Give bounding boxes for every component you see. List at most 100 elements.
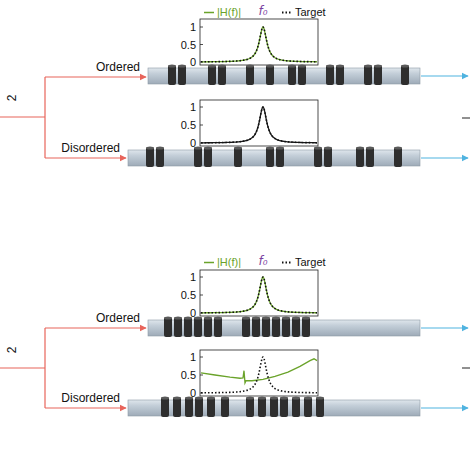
- cylinder-scatterer: [156, 147, 164, 167]
- cylinder-top: [356, 146, 364, 149]
- legend-text: |H(f)|: [217, 257, 241, 268]
- input-arrow: [45, 407, 126, 408]
- cylinder-top: [156, 146, 164, 149]
- cylinder-top: [266, 146, 274, 149]
- cylinder-scatterer: [401, 65, 409, 85]
- cylinder-top: [214, 316, 222, 319]
- cylinder-top: [314, 146, 322, 149]
- cylinder-scatterer: [272, 317, 280, 337]
- cylinder-scatterer: [207, 397, 215, 417]
- target-curve: [201, 357, 317, 393]
- legend-text: Target: [295, 7, 326, 18]
- input-stub: [0, 367, 45, 368]
- cylinder-top: [302, 316, 310, 319]
- edge-tick: [462, 368, 470, 369]
- input-arrow: [45, 76, 146, 77]
- legend-text: Target: [295, 257, 326, 268]
- axis-tick-label: 0: [190, 57, 196, 68]
- cylinder-scatterer: [246, 65, 254, 85]
- cylinder-scatterer: [174, 317, 182, 337]
- cylinder-scatterer: [178, 65, 186, 85]
- input-branch: [0, 328, 146, 408]
- cylinder-top: [204, 316, 212, 319]
- cylinder-scatterer: [262, 317, 270, 337]
- cylinder-scatterer: [194, 147, 202, 167]
- response-plot: [200, 350, 318, 396]
- cylinder-top: [164, 316, 172, 319]
- axis-tick-label: 0: [190, 138, 196, 149]
- cylinder-top: [280, 396, 288, 399]
- cylinder-scatterer: [298, 65, 306, 85]
- dotted-line-swatch: [281, 258, 293, 266]
- cylinder-top: [292, 396, 300, 399]
- cylinder-top: [266, 64, 274, 67]
- edge-tick: [462, 118, 470, 119]
- input-branch: [0, 77, 146, 158]
- cylinder-top: [272, 316, 280, 319]
- cylinder-top: [221, 396, 229, 399]
- target-curve: [201, 277, 317, 313]
- cylinder-top: [304, 396, 312, 399]
- waveguide: [128, 396, 468, 417]
- response-plot: [200, 19, 318, 65]
- plot-frame: [200, 19, 318, 65]
- plot-frame: [200, 350, 318, 396]
- cylinder-top: [242, 316, 250, 319]
- cylinder-scatterer: [214, 317, 222, 337]
- cylinder-top: [204, 146, 212, 149]
- tick-mark: [200, 277, 203, 278]
- cylinder-top: [282, 316, 290, 319]
- cylinder-scatterer: [266, 65, 274, 85]
- cylinder-top: [195, 396, 203, 399]
- row-label: Ordered: [96, 312, 140, 324]
- tick-mark: [200, 125, 203, 126]
- axis-tick-label: 0.5: [181, 120, 196, 131]
- cylinder-scatterer: [221, 397, 229, 417]
- waveguide: [148, 64, 468, 85]
- response-plot: [200, 100, 318, 146]
- branch-line: [44, 77, 45, 158]
- output-arrow: [421, 157, 468, 158]
- cylinder-top: [246, 396, 254, 399]
- cylinder-top: [208, 64, 216, 67]
- axis-tick-label: 0.5: [181, 290, 196, 301]
- axis-tick-label: 0.5: [181, 370, 196, 381]
- legend-entry: Target: [281, 7, 326, 18]
- cylinder-scatterer: [208, 65, 216, 85]
- cylinder-top: [252, 316, 260, 319]
- cylinder-top: [246, 64, 254, 67]
- cylinder-scatterer: [366, 147, 374, 167]
- cylinder-scatterer: [146, 147, 154, 167]
- branch-line: [44, 328, 45, 408]
- cylinder-scatterer: [218, 65, 226, 85]
- cylinder-scatterer: [270, 397, 278, 417]
- cylinder-scatterer: [161, 397, 169, 417]
- cylinder-scatterer: [282, 317, 290, 337]
- cylinder-scatterer: [242, 317, 250, 337]
- cylinder-top: [276, 146, 284, 149]
- cylinder-top: [270, 396, 278, 399]
- waveguide: [148, 316, 468, 337]
- cylinder-scatterer: [246, 397, 254, 417]
- output-arrow: [421, 407, 468, 408]
- legend-entry: Target: [281, 257, 326, 268]
- cylinder-top: [146, 146, 154, 149]
- cylinder-top: [326, 64, 334, 67]
- cylinder-scatterer: [276, 147, 284, 167]
- cylinder-top: [262, 316, 270, 319]
- cylinder-scatterer: [314, 147, 322, 167]
- cylinder-top: [173, 396, 181, 399]
- cylinder-scatterer: [194, 317, 202, 337]
- target-curve: [201, 107, 317, 143]
- cylinder-scatterer: [316, 397, 324, 417]
- axis-tick-label: 0: [190, 308, 196, 319]
- cylinder-scatterer: [173, 397, 181, 417]
- cylinder-scatterer: [336, 65, 344, 85]
- cylinder-top: [174, 316, 182, 319]
- input-arrow: [45, 157, 126, 158]
- cylinder-scatterer: [356, 147, 364, 167]
- row-label: Ordered: [96, 61, 140, 73]
- tick-mark: [200, 375, 203, 376]
- response-curve: [201, 27, 317, 62]
- cylinder-scatterer: [374, 65, 382, 85]
